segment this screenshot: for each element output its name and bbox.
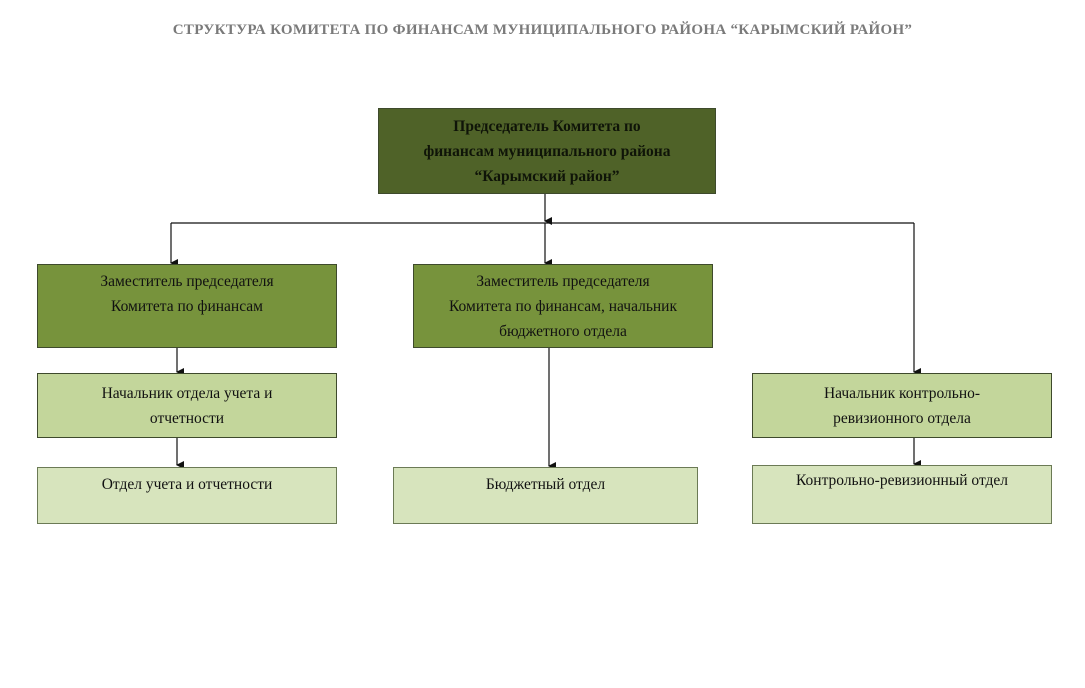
dept-accounting-label: Отдел учета и отчетности xyxy=(101,476,273,493)
chairman-line-1: Председатель Комитета по xyxy=(453,117,641,135)
head-accounting-line-2: отчетности xyxy=(149,409,225,427)
dept-audit-label: Контрольно-ревизионный отдел xyxy=(795,472,1009,489)
head-accounting-box: Начальник отдела учета и отчетности xyxy=(37,373,337,438)
dept-accounting-box: Отдел учета и отчетности xyxy=(37,467,337,524)
chairman-line-2: финансам муниципального района xyxy=(423,142,671,160)
page-title: СТРУКТУРА КОМИТЕТА ПО ФИНАНСАМ МУНИЦИПАЛ… xyxy=(172,22,913,38)
dept-budget-label: Бюджетный отдел xyxy=(485,476,606,493)
dept-budget-box: Бюджетный отдел xyxy=(393,467,698,524)
head-audit-box: Начальник контрольно- ревизионного отдел… xyxy=(752,373,1052,438)
deputy-left-box: Заместитель председателя Комитета по фин… xyxy=(37,264,337,348)
deputy-center-line-3: бюджетного отдела xyxy=(499,322,627,340)
deputy-left-line-1: Заместитель председателя xyxy=(100,273,274,290)
deputy-center-box: Заместитель председателя Комитета по фин… xyxy=(413,264,713,348)
head-audit-line-2: ревизионного отдела xyxy=(833,409,971,427)
head-accounting-line-1: Начальник отдела учета и xyxy=(101,384,273,402)
deputy-center-line-2: Комитета по финансам, начальник xyxy=(448,297,678,315)
dept-audit-box: Контрольно-ревизионный отдел xyxy=(752,465,1052,524)
head-audit-line-1: Начальник контрольно- xyxy=(823,384,981,402)
deputy-left-line-2: Комитета по финансам xyxy=(111,298,263,315)
chairman-line-3: “Карымский район” xyxy=(474,167,620,185)
deputy-center-line-1: Заместитель председателя xyxy=(476,272,650,290)
chairman-box: Председатель Комитета по финансам муници… xyxy=(378,108,716,194)
